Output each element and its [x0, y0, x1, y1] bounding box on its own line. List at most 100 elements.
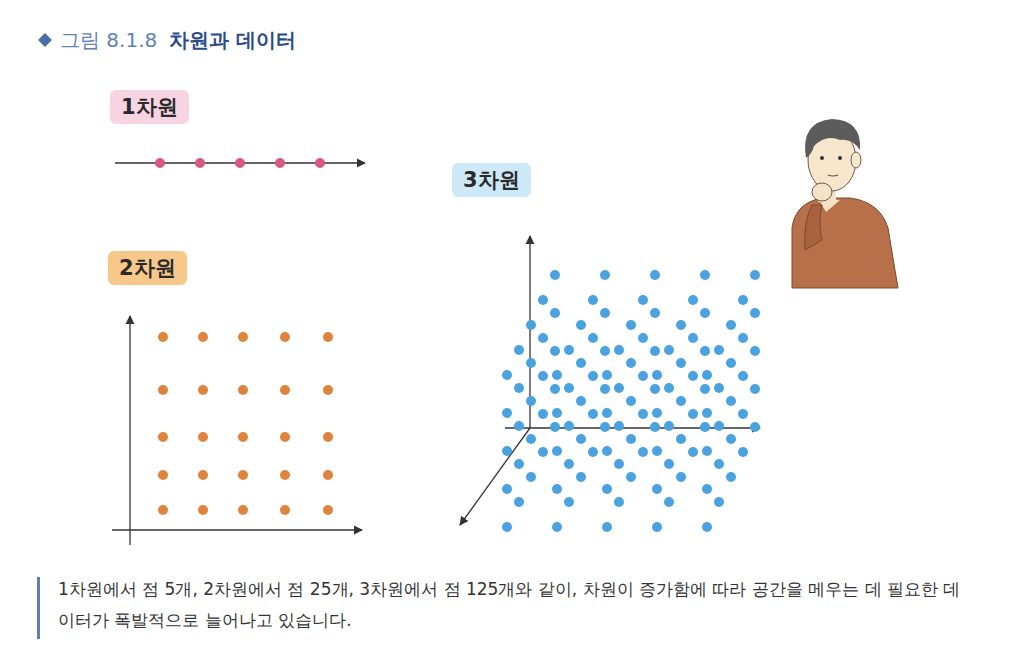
- data-point: [626, 358, 636, 368]
- data-point: [564, 421, 574, 431]
- data-point: [626, 320, 636, 330]
- data-point: [275, 158, 285, 168]
- data-point: [750, 422, 760, 432]
- data-point: [714, 497, 724, 507]
- data-point: [650, 346, 660, 356]
- data-point: [664, 497, 674, 507]
- data-point: [600, 308, 610, 318]
- caption: 1차원에서 점 5개, 2차원에서 점 25개, 3차원에서 점 125개와 같…: [58, 574, 973, 637]
- data-point: [588, 371, 598, 381]
- data-point: [688, 333, 698, 343]
- data-point: [564, 459, 574, 469]
- data-point: [626, 472, 636, 482]
- data-point: [650, 308, 660, 318]
- data-point: [700, 346, 710, 356]
- bullet-diamond: [38, 33, 52, 47]
- data-point: [588, 333, 598, 343]
- data-point: [198, 470, 208, 480]
- data-point: [676, 472, 686, 482]
- data-point: [550, 308, 560, 318]
- data-point: [588, 409, 598, 419]
- data-point: [198, 332, 208, 342]
- dimension-tag: 1차원: [110, 90, 189, 124]
- data-point: [750, 384, 760, 394]
- data-point: [576, 472, 586, 482]
- data-point: [526, 434, 536, 444]
- data-point: [526, 396, 536, 406]
- data-point: [514, 421, 524, 431]
- data-point: [702, 446, 712, 456]
- data-point: [650, 384, 660, 394]
- data-point: [323, 385, 333, 395]
- data-point: [638, 371, 648, 381]
- person-illustration: [792, 119, 898, 288]
- data-point: [600, 346, 610, 356]
- data-point: [638, 295, 648, 305]
- data-point: [614, 459, 624, 469]
- data-point: [538, 371, 548, 381]
- data-point: [600, 384, 610, 394]
- data-point: [602, 522, 612, 532]
- data-point: [588, 295, 598, 305]
- data-point: [588, 447, 598, 457]
- figure-number: 그림 8.1.8: [60, 27, 157, 54]
- data-point: [688, 295, 698, 305]
- data-point: [323, 432, 333, 442]
- data-point: [702, 370, 712, 380]
- data-point: [626, 396, 636, 406]
- data-point: [714, 421, 724, 431]
- data-point: [323, 505, 333, 515]
- data-point: [538, 333, 548, 343]
- data-point: [676, 358, 686, 368]
- data-point: [280, 432, 290, 442]
- data-point: [726, 396, 736, 406]
- data-point: [702, 484, 712, 494]
- data-point: [552, 446, 562, 456]
- data-point: [676, 434, 686, 444]
- data-point: [158, 470, 168, 480]
- data-point: [552, 484, 562, 494]
- data-point: [576, 396, 586, 406]
- data-point: [652, 408, 662, 418]
- data-point: [550, 384, 560, 394]
- data-point: [614, 345, 624, 355]
- data-point: [158, 432, 168, 442]
- data-point: [726, 434, 736, 444]
- data-point: [714, 345, 724, 355]
- data-point: [538, 447, 548, 457]
- data-point: [552, 370, 562, 380]
- data-point: [550, 270, 560, 280]
- data-point: [664, 383, 674, 393]
- data-point: [502, 446, 512, 456]
- data-point: [158, 505, 168, 515]
- data-point: [564, 497, 574, 507]
- data-point: [564, 345, 574, 355]
- data-point: [158, 385, 168, 395]
- data-point: [502, 484, 512, 494]
- data-point: [238, 385, 248, 395]
- data-point: [155, 158, 165, 168]
- dimension-label: 2차원: [119, 256, 176, 280]
- data-point: [700, 422, 710, 432]
- data-point: [726, 358, 736, 368]
- data-point: [714, 383, 724, 393]
- data-point: [602, 446, 612, 456]
- data-point: [638, 409, 648, 419]
- data-point: [538, 295, 548, 305]
- data-point: [564, 383, 574, 393]
- data-point: [502, 522, 512, 532]
- data-points: [155, 158, 760, 532]
- data-point: [280, 332, 290, 342]
- data-point: [664, 345, 674, 355]
- data-point: [502, 408, 512, 418]
- data-point: [738, 371, 748, 381]
- axis-line: [112, 529, 362, 530]
- data-point: [526, 320, 536, 330]
- data-point: [550, 422, 560, 432]
- dimension-label: 1차원: [121, 95, 178, 119]
- data-point: [614, 421, 624, 431]
- data-point: [738, 447, 748, 457]
- data-point: [323, 470, 333, 480]
- data-point: [502, 370, 512, 380]
- data-point: [514, 497, 524, 507]
